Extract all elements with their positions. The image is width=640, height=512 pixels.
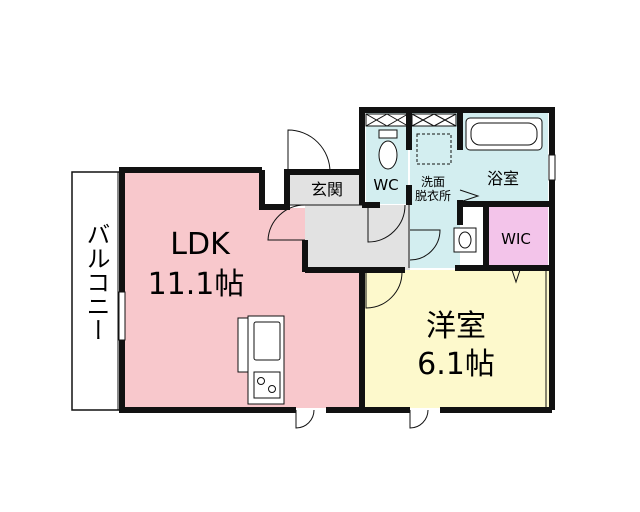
balcony: バルコニー bbox=[71, 171, 123, 411]
toilet-icon bbox=[378, 129, 398, 170]
bath-label: 浴室 bbox=[487, 169, 519, 188]
washbasin-icon bbox=[453, 227, 477, 253]
ldk-name: LDK bbox=[170, 227, 231, 262]
washroom-room bbox=[410, 110, 460, 268]
genkan-label: 玄関 bbox=[311, 180, 343, 199]
pipe-shafts bbox=[365, 113, 457, 127]
ldk-size: 11.1帖 bbox=[148, 267, 245, 302]
wic-room bbox=[488, 206, 548, 266]
washroom-label-1: 洗面 bbox=[421, 175, 445, 189]
genkan-room bbox=[288, 172, 362, 205]
western-size: 6.1帖 bbox=[417, 347, 495, 382]
doors bbox=[267, 129, 521, 429]
sink-icon bbox=[253, 321, 281, 361]
western-name: 洋室 bbox=[426, 309, 486, 344]
balcony-label: バルコニー bbox=[82, 222, 110, 342]
bathtub-icon bbox=[465, 117, 543, 151]
washroom-label-2: 脱衣所 bbox=[415, 188, 451, 203]
walls bbox=[119, 107, 555, 413]
wc-label: WC bbox=[373, 176, 398, 194]
corridor bbox=[305, 205, 410, 270]
kitchen-counter bbox=[237, 315, 285, 405]
wic-label: WIC bbox=[501, 230, 531, 248]
stove-icon bbox=[253, 371, 281, 399]
washing-machine-icon bbox=[416, 133, 452, 165]
windows bbox=[118, 154, 556, 341]
ldk-room bbox=[122, 170, 360, 408]
